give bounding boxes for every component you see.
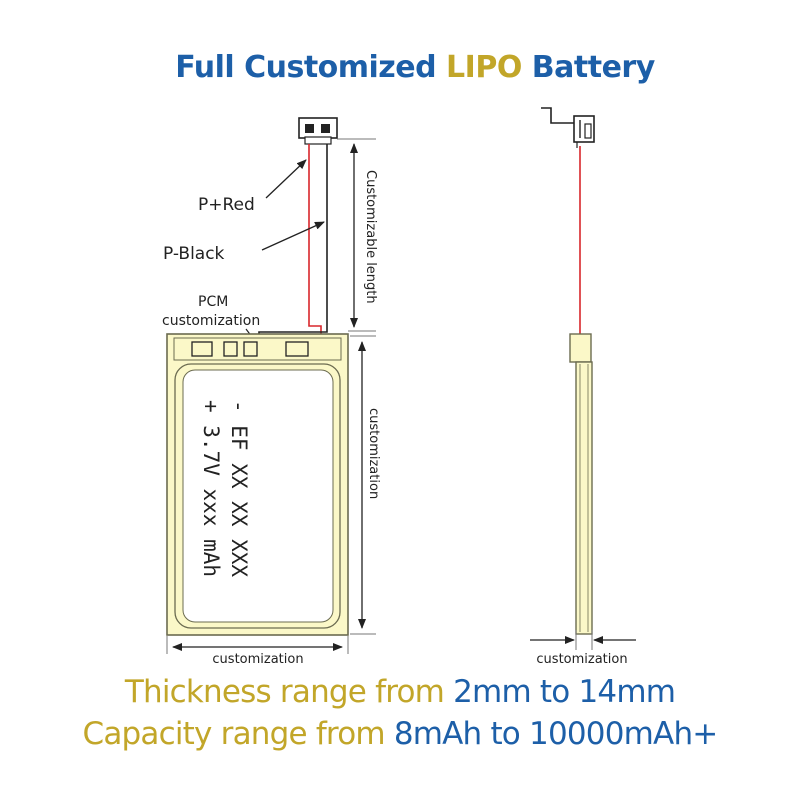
capacity-range: Capacity range from 8mAh to 10000mAh+ bbox=[0, 716, 800, 752]
thickness-label: Thickness range from bbox=[124, 674, 454, 710]
connector-front bbox=[298, 117, 338, 145]
capacity-value: 8mAh to 10000mAh+ bbox=[393, 716, 718, 752]
label-p-red: P+Red bbox=[198, 195, 255, 215]
cell-print-line1: - EF XX XX XXX bbox=[227, 400, 251, 577]
dim-customizable-length bbox=[337, 138, 376, 332]
wire-red bbox=[308, 144, 322, 346]
wire-black bbox=[258, 144, 328, 346]
arrow-p-black bbox=[261, 221, 325, 251]
thickness-range: Thickness range from 2mm to 14mm bbox=[0, 674, 800, 710]
label-customization-thickness: customization bbox=[536, 652, 627, 667]
page-title: Full Customized LIPO Battery bbox=[0, 50, 800, 85]
label-customization-width: customization bbox=[212, 652, 303, 667]
battery-cell-front bbox=[166, 333, 349, 636]
battery-cell-side bbox=[569, 333, 593, 635]
label-pcm: PCM bbox=[198, 294, 228, 310]
connector-side bbox=[541, 107, 595, 148]
label-customizable-length: Customizable length bbox=[363, 170, 378, 304]
cell-print: - EF XX XX XXX + 3.7V xxx mAh bbox=[199, 400, 251, 577]
arrow-p-red bbox=[265, 159, 307, 199]
dim-cell-width bbox=[166, 636, 349, 654]
label-p-black: P-Black bbox=[163, 244, 225, 264]
title-part-lipo: LIPO bbox=[446, 50, 522, 85]
thickness-value: 2mm to 14mm bbox=[453, 674, 676, 710]
label-pcm-customization: customization bbox=[162, 313, 260, 329]
title-part-3: Battery bbox=[521, 50, 655, 85]
cell-print-line2: + 3.7V xxx mAh bbox=[199, 400, 223, 577]
title-part-1: Full Customized bbox=[175, 50, 447, 85]
capacity-label: Capacity range from bbox=[82, 716, 394, 752]
label-customization-height: customization bbox=[366, 408, 381, 499]
dim-thickness bbox=[530, 630, 636, 650]
dim-cell-height bbox=[350, 335, 376, 635]
